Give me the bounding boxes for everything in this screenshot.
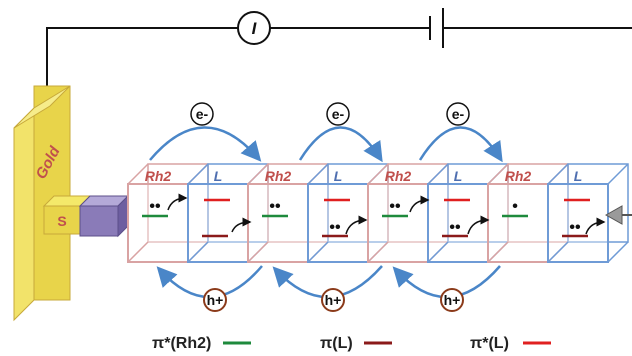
unit-label: Rh2 (385, 168, 412, 184)
electron-label: e- (452, 106, 465, 122)
cube-chain: Rh2 •• L Rh2 •• L •• Rh2 •• L •• Rh2 • L •• (127, 163, 629, 263)
electron-dots: •• (389, 198, 401, 215)
unit-label: Rh2 (145, 168, 172, 184)
electron-dots: •• (149, 198, 161, 215)
hole-symbol (440, 288, 464, 312)
charge-hop-arrow (345, 215, 368, 235)
ligand-unit: L •• (427, 163, 509, 263)
hole-hop: h+ (392, 265, 501, 312)
charge-hop-arrow (167, 193, 188, 211)
gold-electrode: Gold (13, 85, 71, 322)
circuit-wire (46, 8, 632, 110)
hole-hop-arrows: h+ h+ h+ (156, 265, 501, 312)
electron-label: e- (196, 106, 209, 122)
unit-label: L (574, 168, 583, 184)
electron-dots: •• (329, 219, 341, 236)
unit-label: L (214, 168, 223, 184)
electron-dots: • (512, 198, 518, 215)
hole-label: h+ (444, 292, 461, 308)
rh2-unit: Rh2 •• (247, 163, 329, 263)
legend-label: π*(L) (470, 335, 509, 352)
tip-arrow (604, 205, 632, 225)
hole-symbol (203, 288, 227, 312)
legend-item: π*(Rh2) (152, 335, 251, 352)
electron-hop: e- (418, 102, 503, 163)
charge-hop-arrow (231, 217, 252, 233)
electron-hop: e- (298, 102, 383, 163)
electron-dots: •• (269, 198, 281, 215)
unit-label: L (454, 168, 463, 184)
charge-hop-arrow (585, 217, 606, 235)
hole-hop: h+ (272, 265, 383, 312)
hole-symbol (321, 288, 345, 312)
electron-hop: e- (149, 102, 262, 162)
legend-item: π*(L) (470, 335, 551, 352)
electron-hop-arrows: e-e-e- (149, 102, 503, 163)
electron-symbol (326, 102, 350, 126)
legend-label: π(L) (320, 335, 353, 352)
legend-label: π*(Rh2) (152, 335, 211, 352)
hole-hop: h+ (156, 265, 263, 312)
unit-label: Rh2 (505, 168, 532, 184)
electron-symbol (190, 102, 214, 126)
current-meter: I (237, 11, 271, 45)
electron-label: e- (332, 106, 345, 122)
electron-symbol (446, 102, 470, 126)
legend: π*(Rh2) π(L) π*(L) (152, 335, 551, 352)
charge-hop-arrow (467, 215, 490, 235)
electron-dots: •• (449, 219, 461, 236)
hole-label: h+ (207, 292, 224, 308)
electron-dots: •• (569, 219, 581, 236)
charge-hop-arrow (409, 195, 430, 213)
sulfur-label: S (57, 213, 66, 229)
legend-item: π(L) (320, 335, 392, 352)
rh2-unit: Rh2 •• (367, 163, 449, 263)
hole-label: h+ (325, 292, 342, 308)
unit-label: Rh2 (265, 168, 292, 184)
linker-block (78, 194, 130, 238)
sulfur-anchor: S (42, 195, 92, 235)
unit-label: L (334, 168, 343, 184)
current-label: I (252, 19, 258, 38)
